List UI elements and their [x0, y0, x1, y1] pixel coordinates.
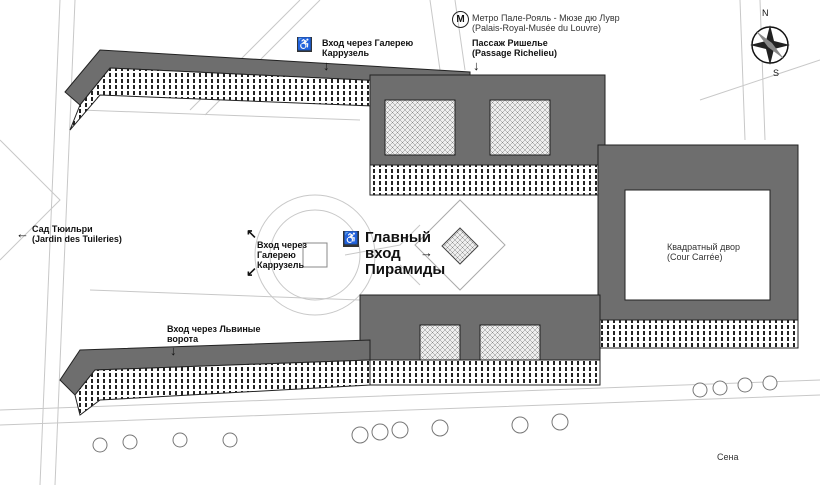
carrousel-west-label-3: Каррузель	[257, 260, 304, 270]
compass-icon	[750, 25, 790, 65]
richelieu-label: Пассаж Ришелье	[472, 38, 548, 48]
cour-carree-label-fr: (Cour Carrée)	[667, 252, 723, 262]
carrousel-north-label-2: Каррузель	[322, 48, 369, 58]
arrow-down-icon: ↓	[473, 58, 480, 73]
arrow-right-icon: →	[420, 245, 433, 260]
pyramid	[414, 199, 506, 291]
wheelchair-icon: ♿	[343, 231, 359, 247]
metro-label-fr: (Palais-Royal-Musée du Louvre)	[472, 23, 602, 33]
wheelchair-icon: ♿	[297, 37, 312, 52]
denon-wing	[359, 294, 601, 386]
main-entrance-label-2: вход	[365, 245, 401, 262]
arrow-down-icon: ↓	[170, 343, 177, 358]
arc-du-carrousel	[302, 242, 328, 268]
carrousel-west-label-2: Галерею	[257, 250, 296, 260]
lions-gate-label: Вход через Львиные	[167, 324, 261, 334]
metro-icon: M	[452, 11, 469, 28]
seine-trees	[92, 375, 778, 453]
metro-label: Метро Пале-Рояль - Мюзе дю Лувр	[472, 13, 620, 23]
arrow-left-icon: ←	[16, 226, 29, 241]
main-entrance-label: Главный	[365, 229, 431, 246]
arrow-upleft-icon: ↖	[246, 226, 257, 241]
seine-label: Сена	[717, 452, 739, 462]
carrousel-west-label: Вход через	[257, 240, 307, 250]
carrousel-north-label: Вход через Галерею	[322, 38, 414, 48]
compass-north: N	[762, 8, 769, 18]
cour-carree-wing	[597, 144, 799, 349]
arrow-downleft-icon: ↙	[246, 264, 257, 279]
main-entrance-label-3: Пирамиды	[365, 261, 446, 278]
compass-south: S	[773, 68, 780, 78]
south-gallery	[59, 339, 371, 416]
tuileries-label-fr: (Jardin des Tuileries)	[32, 234, 122, 244]
tuileries-label: Сад Тюильри	[32, 224, 93, 234]
cour-carree-label: Квадратный двор	[667, 242, 741, 252]
arrow-down-icon: ↓	[323, 58, 330, 73]
richelieu-label-fr: (Passage Richelieu)	[472, 48, 558, 58]
lions-gate-label-2: ворота	[167, 334, 199, 344]
richelieu-wing	[369, 74, 606, 196]
